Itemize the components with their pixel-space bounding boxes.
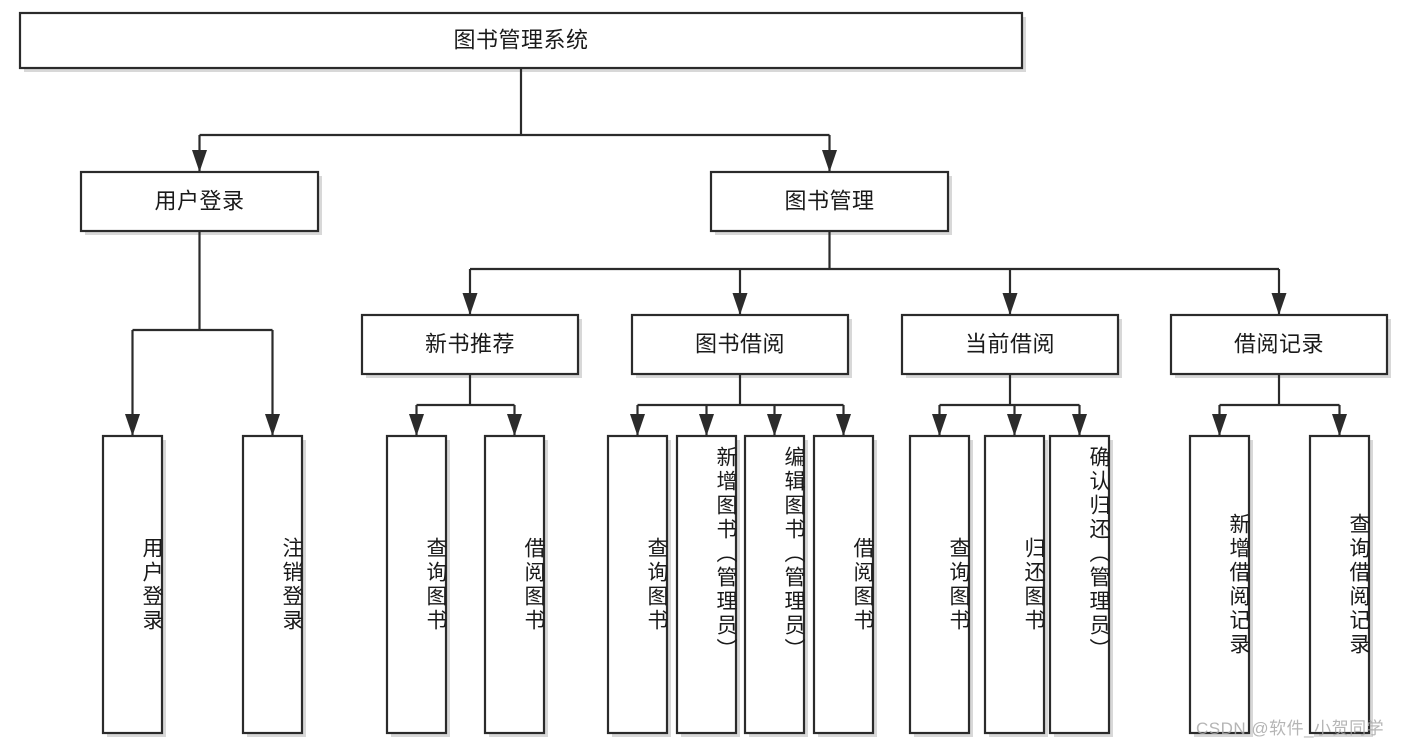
csdn-watermark: CSDN @软件_小贺同学 <box>1196 719 1385 738</box>
edge-book-mgmt-arrowhead-3 <box>1271 293 1287 315</box>
edge-book-mgmt-arrowhead-1 <box>732 293 748 315</box>
node-root[interactable] <box>18 11 1024 70</box>
node-level2-label-2: 当前借阅 <box>965 331 1055 356</box>
node-leaf-12[interactable] <box>1308 434 1371 735</box>
node-level2-label-3: 借阅记录 <box>1234 331 1324 356</box>
node-leaf-11[interactable] <box>1188 434 1251 735</box>
node-leaf-2[interactable] <box>385 434 448 735</box>
node-level2-0[interactable] <box>360 313 580 376</box>
edge-level2-0-arrowhead-0 <box>409 414 424 436</box>
edge-level2-1-arrowhead-2 <box>767 414 782 436</box>
node-level2-label-1: 图书借阅 <box>695 331 785 356</box>
node-box-layer <box>18 11 1389 735</box>
node-leaf-8[interactable] <box>908 434 971 735</box>
node-leaf-9[interactable] <box>983 434 1046 735</box>
node-level2-1[interactable] <box>630 313 850 376</box>
node-level1-1[interactable] <box>709 170 950 233</box>
edge-level2-3-arrowhead-0 <box>1212 414 1227 436</box>
node-leaf-1[interactable] <box>241 434 304 735</box>
edge-level2-3-arrowhead-1 <box>1332 414 1347 436</box>
node-leaf-0[interactable] <box>101 434 164 735</box>
edge-book-mgmt-arrowhead-0 <box>462 293 478 315</box>
node-level2-2[interactable] <box>900 313 1120 376</box>
edge-user-login-arrowhead-0 <box>125 414 140 436</box>
edge-book-mgmt-arrowhead-2 <box>1002 293 1018 315</box>
node-leaf-7[interactable] <box>812 434 875 735</box>
node-leaf-3[interactable] <box>483 434 546 735</box>
edge-level2-1-arrowhead-1 <box>699 414 714 436</box>
edge-level2-2-arrowhead-2 <box>1072 414 1087 436</box>
edge-level2-1-arrowhead-3 <box>836 414 851 436</box>
node-root-label: 图书管理系统 <box>453 27 588 52</box>
edge-level2-1-arrowhead-0 <box>630 414 645 436</box>
node-leaf-10[interactable] <box>1048 434 1111 735</box>
node-level2-3[interactable] <box>1169 313 1389 376</box>
node-level1-0[interactable] <box>79 170 320 233</box>
node-level2-label-0: 新书推荐 <box>425 331 515 356</box>
node-leaf-6[interactable] <box>743 434 806 735</box>
node-leaf-4[interactable] <box>606 434 669 735</box>
node-level1-label-0: 用户登录 <box>154 188 244 213</box>
connector-layer <box>125 68 1347 436</box>
edge-level2-2-arrowhead-1 <box>1007 414 1022 436</box>
edge-level2-2-arrowhead-0 <box>932 414 947 436</box>
edge-root-arrowhead-1 <box>822 150 837 172</box>
edge-level2-0-arrowhead-1 <box>507 414 522 436</box>
edge-root-arrowhead-0 <box>192 150 207 172</box>
edge-user-login-arrowhead-1 <box>265 414 280 436</box>
node-level1-label-1: 图书管理 <box>784 188 874 213</box>
node-leaf-5[interactable] <box>675 434 738 735</box>
